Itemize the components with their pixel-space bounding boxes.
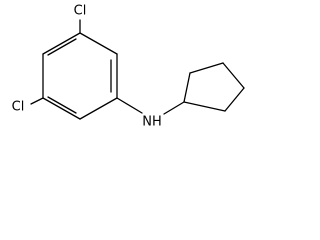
ring-bond-6	[42, 32, 81, 55]
aromatic-inner-bond-2	[47, 96, 77, 114]
bond-aryl-nh	[116, 97, 143, 114]
substituent-bonds	[30, 19, 185, 115]
chlorine-label-left: Cl	[12, 100, 25, 115]
ring-bond-4	[42, 97, 81, 120]
cyclopentyl-ring	[183, 62, 245, 112]
chemical-structure-diagram: Cl Cl NH	[12, 4, 245, 130]
cyclopentyl-bond-2	[189, 62, 224, 74]
bond-left-chloro	[30, 97, 44, 105]
benzene-ring	[42, 32, 118, 120]
ring-bond-1	[79, 32, 118, 55]
cyclopentyl-bond-4	[224, 87, 245, 112]
chlorine-label-top: Cl	[74, 4, 87, 19]
ring-bond-3	[79, 97, 118, 120]
amine-label-nh: NH	[142, 115, 162, 130]
cyclopentyl-bond-3	[222, 62, 245, 89]
cyclopentyl-bond-5	[183, 101, 226, 112]
bond-nh-cyclopentyl	[163, 101, 185, 115]
aromatic-inner-bond-3	[47, 38, 77, 56]
cyclopentyl-bond-1	[183, 72, 191, 103]
